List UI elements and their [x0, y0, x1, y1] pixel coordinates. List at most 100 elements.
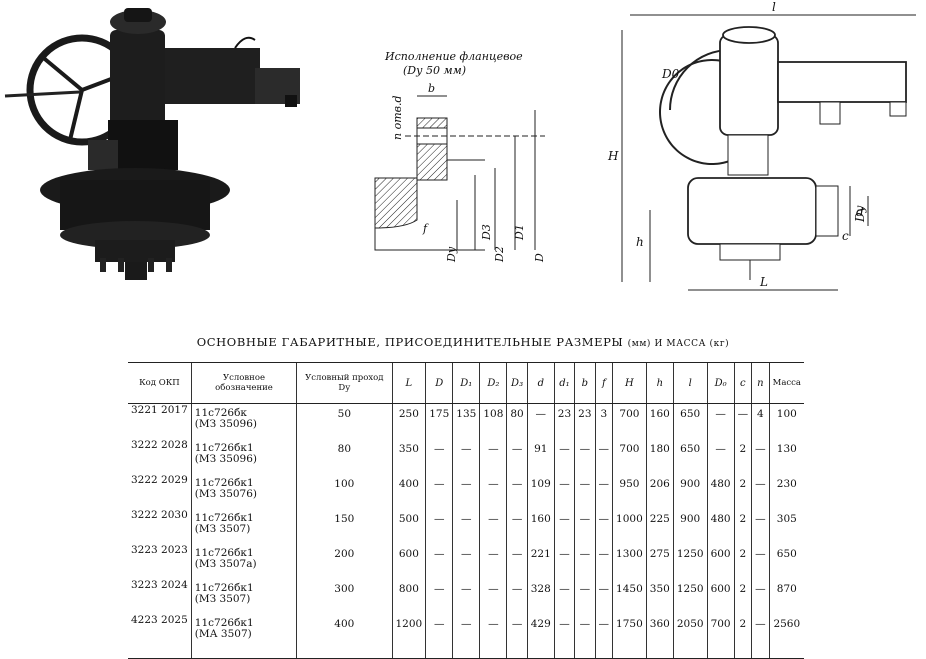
col-header-n: n — [751, 362, 770, 404]
cell-d1: — — [452, 614, 480, 659]
cell-f: — — [594, 439, 613, 474]
cell-d: 221 — [526, 544, 555, 579]
cell-okp: 3222 2030 — [131, 509, 188, 521]
cell-d1: — — [452, 579, 480, 614]
cell-d: 91 — [526, 439, 555, 474]
cell-d: 175 — [425, 403, 453, 439]
valve-photo — [4, 8, 300, 280]
cell-d: — — [425, 579, 453, 614]
col-header-d0: D₀ — [706, 362, 735, 404]
cell-dy: 100 — [296, 474, 392, 509]
cell-d: 328 — [526, 579, 555, 614]
cell-b: — — [574, 544, 596, 579]
label-d: D — [533, 253, 546, 263]
cell-c: 2 — [733, 579, 752, 614]
cell-d0: 480 — [706, 474, 735, 509]
cell-c: 2 — [733, 509, 752, 544]
cell-designation: 11с726бк1(МА 3507) — [190, 614, 297, 659]
cell-l: 500 — [391, 509, 426, 544]
cell-mass: 230 — [768, 474, 804, 509]
cell-h: 160 — [645, 403, 674, 439]
cell-d: — — [425, 544, 453, 579]
cell-d1: — — [452, 509, 480, 544]
cell-l: 400 — [391, 474, 426, 509]
cell-designation: 11с726бк1(МЗ 3507а) — [190, 544, 297, 579]
cell-okp: 3223 2024 — [131, 579, 188, 591]
cell-l: 650 — [672, 439, 708, 474]
cell-d3: — — [506, 439, 528, 474]
cell-b: — — [574, 614, 596, 659]
cell-d: — — [425, 614, 453, 659]
cell-h: 350 — [645, 579, 674, 614]
cell-designation: 11с726бк1(МЗ 3507) — [190, 509, 297, 544]
cell-d2: — — [479, 579, 507, 614]
col-header-h: h — [645, 362, 674, 404]
designation-code: (МЗ 3507а) — [194, 558, 257, 570]
cell-n: — — [751, 544, 770, 579]
label-d2: D2 — [493, 246, 506, 263]
cell-mass: 305 — [768, 509, 804, 544]
label-h-upper: H — [607, 149, 619, 163]
label-dy: Dу — [445, 246, 458, 263]
cell-b: 23 — [574, 403, 596, 439]
cell-d1: — — [553, 509, 575, 544]
cell-d0: — — [706, 403, 735, 439]
col-header-d: D — [425, 362, 453, 404]
cell-d0: — — [706, 439, 735, 474]
cell-n: — — [751, 579, 770, 614]
cell-d3: — — [506, 614, 528, 659]
flange-drawing: Исполнение фланцевое (Dу 50 мм) b f Dу D… — [374, 50, 546, 263]
designation-line: 11с726бк1 — [194, 442, 254, 454]
cell-d1: 23 — [553, 403, 575, 439]
cell-d2: — — [479, 544, 507, 579]
cell-h: 1000 — [612, 509, 647, 544]
cell-l: 650 — [672, 403, 708, 439]
cell-n: — — [751, 439, 770, 474]
cell-c: 2 — [733, 439, 752, 474]
cell-h: 1450 — [612, 579, 647, 614]
cell-d1: — — [553, 614, 575, 659]
col-header-mass: Масса — [768, 362, 804, 404]
label-f: f — [422, 222, 429, 235]
cell-h: 275 — [645, 544, 674, 579]
cell-h: 206 — [645, 474, 674, 509]
cell-d0: 600 — [706, 544, 735, 579]
cell-okp: 3222 2028 — [131, 439, 188, 451]
designation-line: 11с726бк — [194, 407, 247, 419]
cell-l: 900 — [672, 474, 708, 509]
label-h-lower: h — [636, 235, 644, 249]
cell-n: — — [751, 474, 770, 509]
col-header-h: H — [612, 362, 647, 404]
col-header-l: l — [672, 362, 708, 404]
designation-line: 11с726бк1 — [194, 582, 254, 594]
cell-f: — — [594, 614, 613, 659]
dimension-drawing: l D0 H h L Dу d c — [607, 0, 916, 291]
col-header-dy: Условный проход Dу — [296, 362, 392, 404]
cell-d: — — [526, 403, 555, 439]
cell-b: — — [574, 509, 596, 544]
col-header-f: f — [594, 362, 613, 404]
col-header-d1: D₁ — [452, 362, 480, 404]
label-n-holes: n отв.d — [391, 95, 404, 140]
label-d0: D0 — [661, 67, 680, 81]
cell-h: 700 — [612, 403, 647, 439]
cell-d1: — — [553, 579, 575, 614]
cell-n: — — [751, 614, 770, 659]
cell-dy: 200 — [296, 544, 392, 579]
cell-d3: — — [506, 579, 528, 614]
cell-designation: 11с726бк1(МЗ 35096) — [190, 439, 297, 474]
cell-h: 360 — [645, 614, 674, 659]
cell-f: 3 — [594, 403, 613, 439]
cell-d3: — — [506, 544, 528, 579]
cell-l: 1250 — [672, 579, 708, 614]
cell-c: 2 — [733, 474, 752, 509]
designation-code: (МЗ 3507) — [194, 593, 251, 605]
cell-dy: 80 — [296, 439, 392, 474]
col-header-d2: D₂ — [479, 362, 507, 404]
